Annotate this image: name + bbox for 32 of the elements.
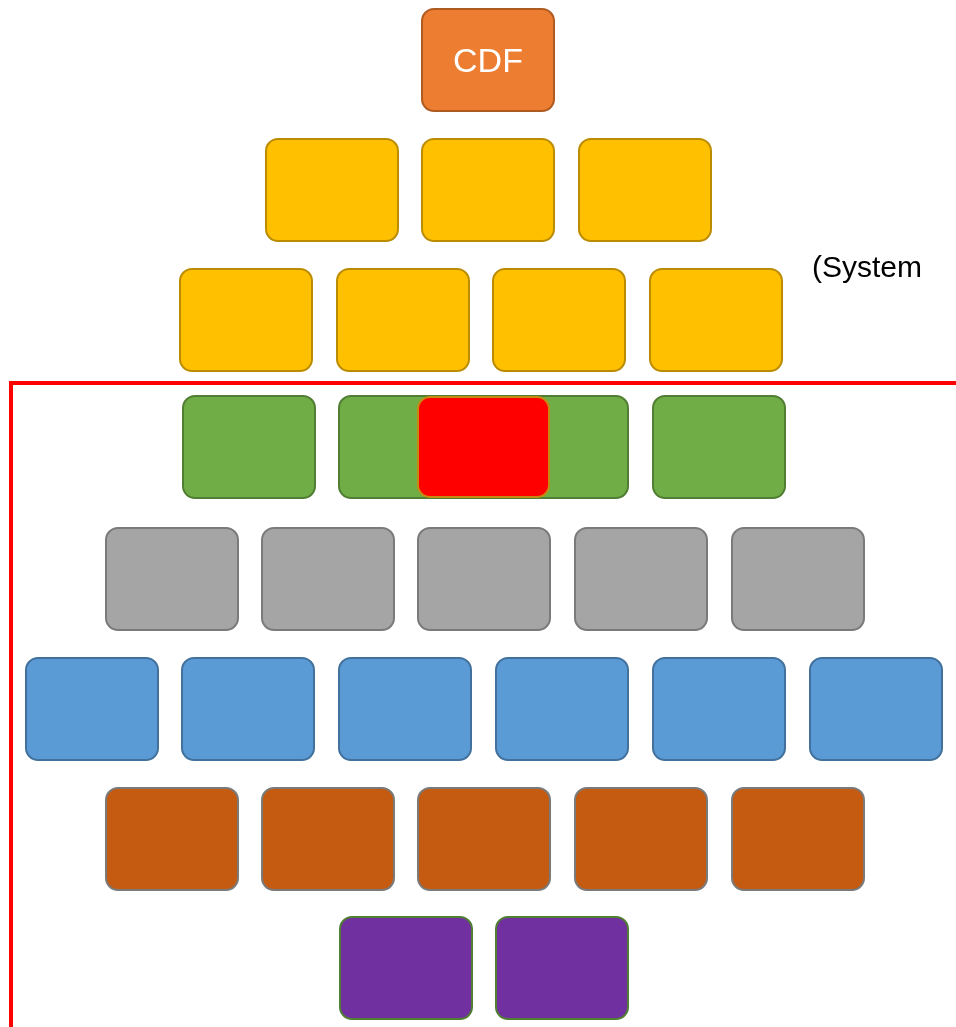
rounded-box: [105, 787, 239, 891]
rounded-box: [574, 787, 708, 891]
rounded-box: [261, 787, 395, 891]
rounded-box: [338, 657, 472, 761]
rounded-box: [338, 395, 629, 499]
side-label: (System: [812, 250, 922, 284]
rounded-box: [336, 268, 470, 372]
rounded-box: [25, 657, 159, 761]
rounded-box: [578, 138, 712, 242]
rounded-box: [181, 657, 315, 761]
rounded-box: [261, 527, 395, 631]
rounded-box: [417, 527, 551, 631]
rounded-box: [421, 138, 555, 242]
rounded-box: [417, 787, 551, 891]
rounded-box: [809, 657, 943, 761]
rounded-box: [652, 395, 786, 499]
process-box: CDF: [421, 8, 555, 112]
rounded-box: [339, 916, 473, 1020]
rounded-box: [179, 268, 313, 372]
rounded-box: [182, 395, 316, 499]
rounded-box: [731, 787, 865, 891]
rounded-box: [649, 268, 783, 372]
highlight-frame: [9, 381, 956, 1027]
rounded-box: [574, 527, 708, 631]
rounded-box: [265, 138, 399, 242]
rounded-box: [652, 657, 786, 761]
rounded-box: [105, 527, 239, 631]
rounded-box: [495, 657, 629, 761]
rounded-box: [417, 396, 550, 498]
rounded-box: [492, 268, 626, 372]
rounded-box: [731, 527, 865, 631]
rounded-box: [495, 916, 629, 1020]
